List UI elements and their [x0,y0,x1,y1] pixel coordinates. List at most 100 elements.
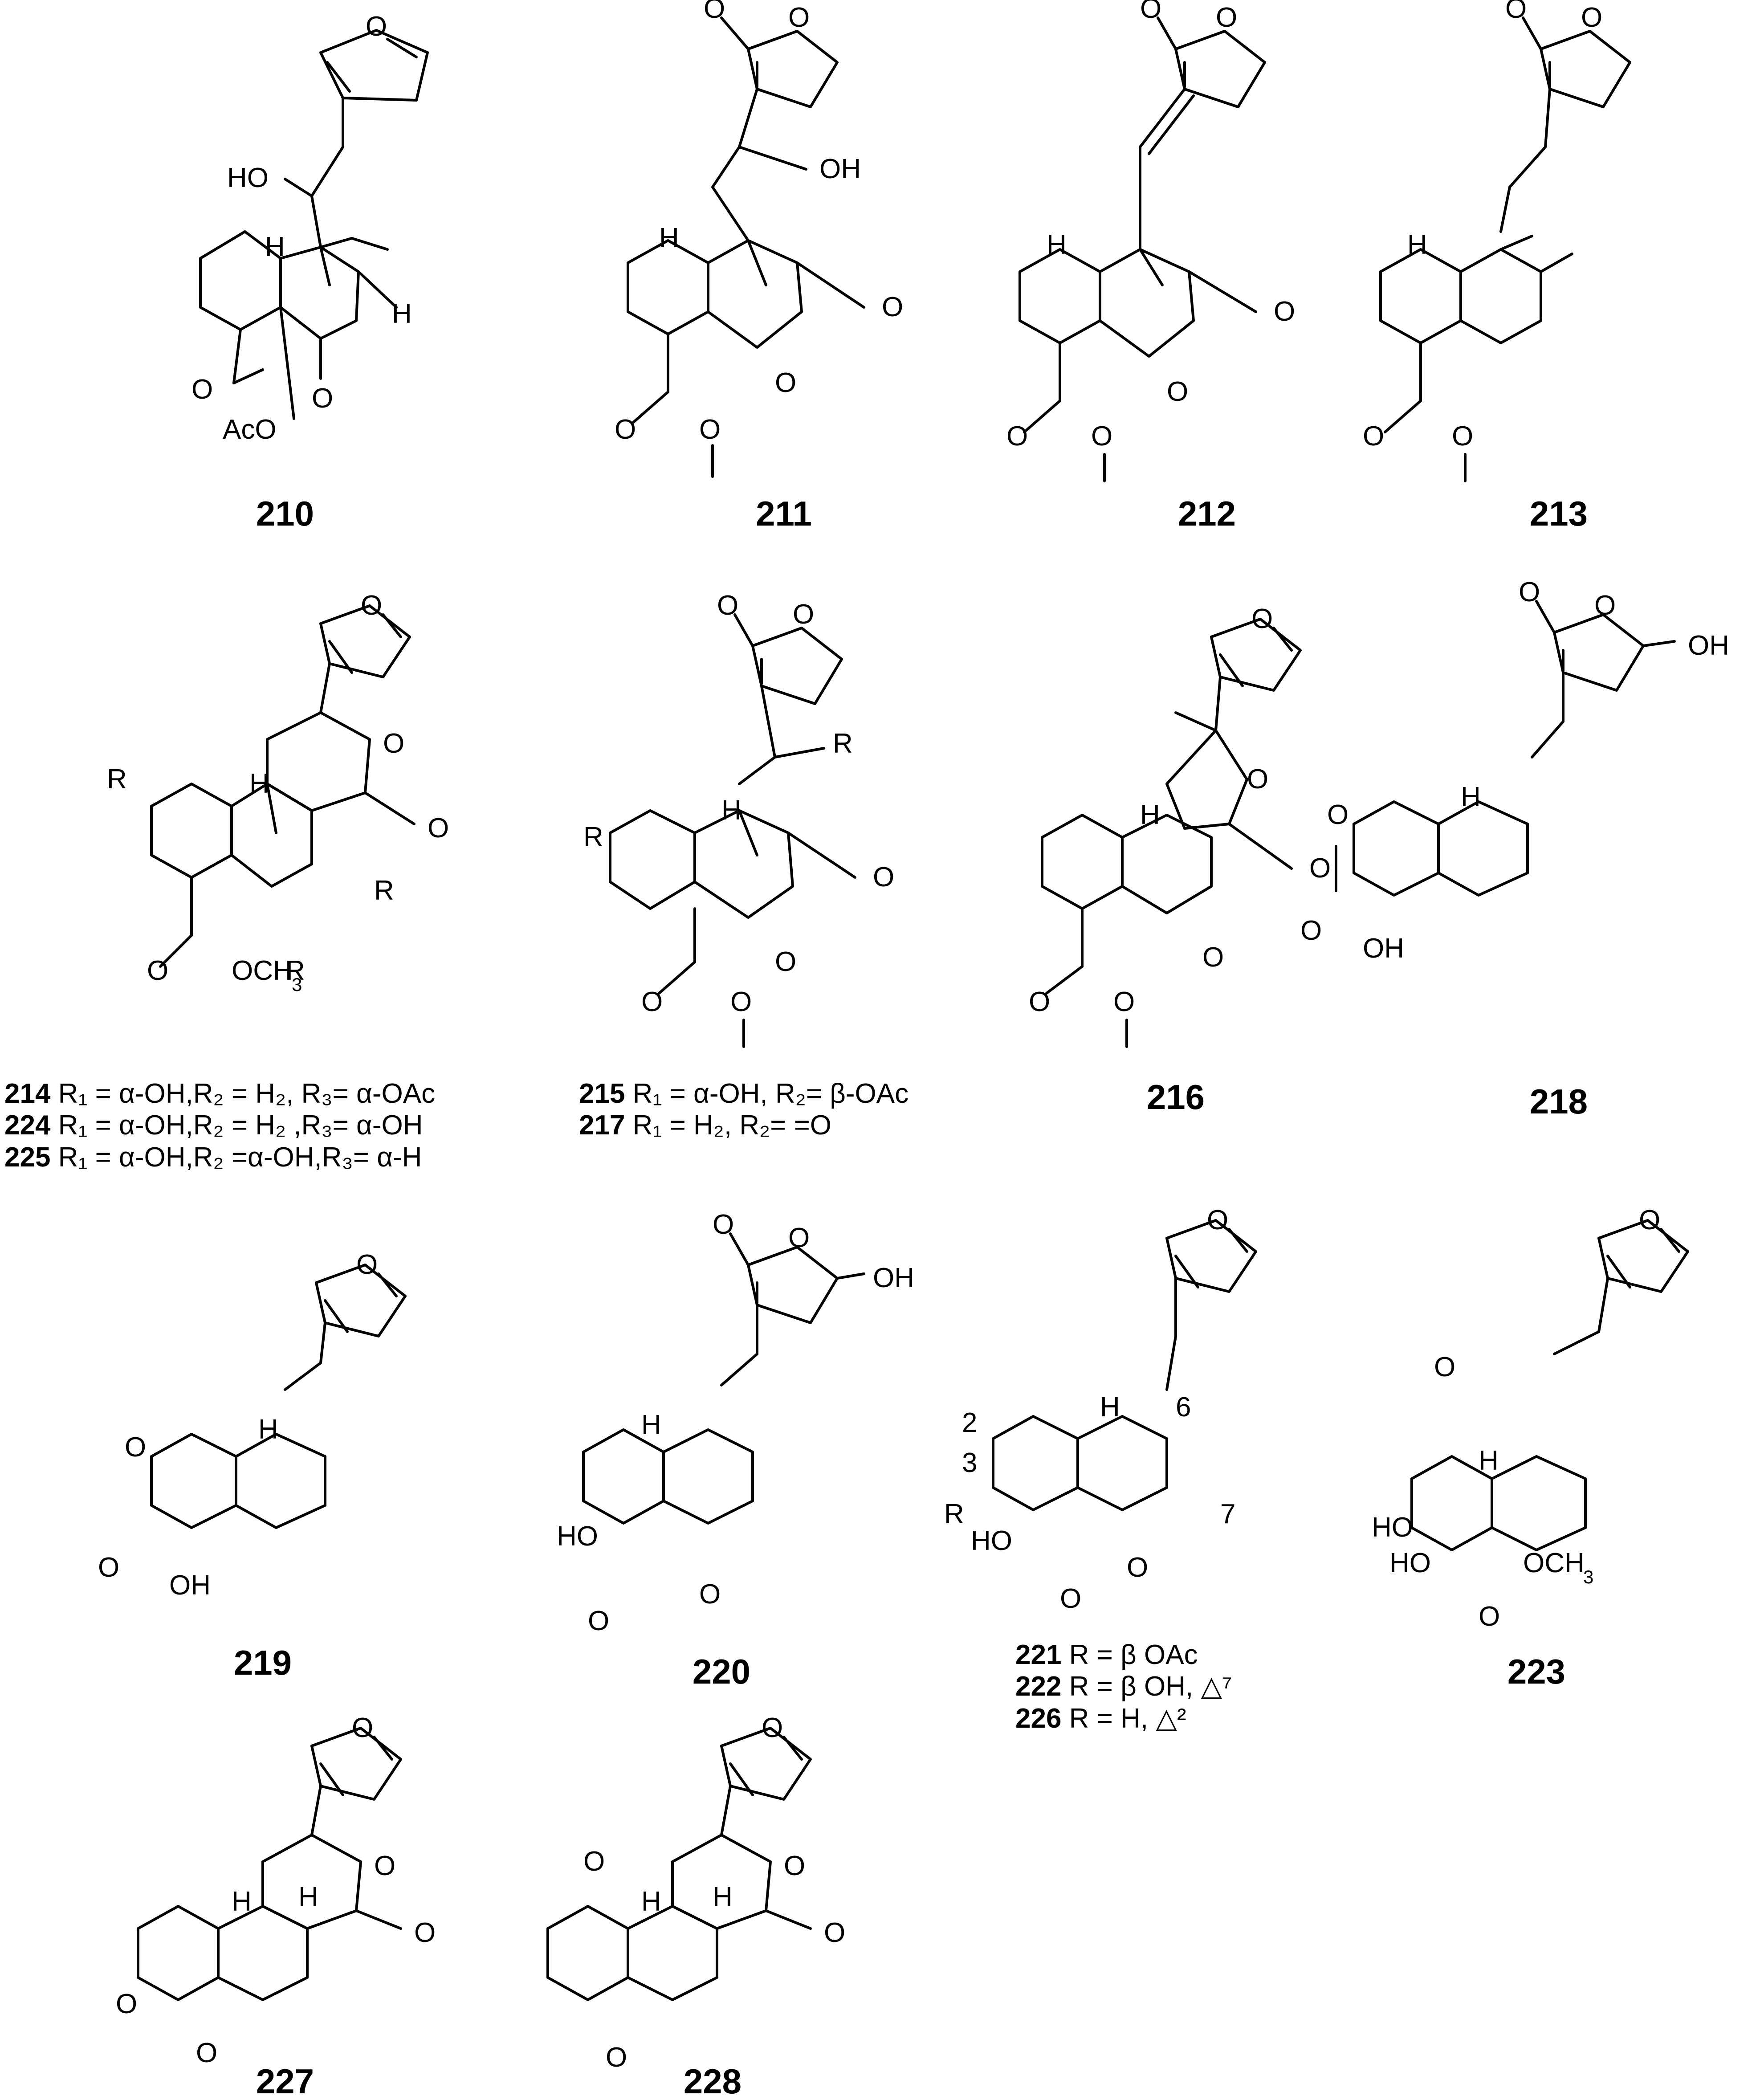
structure-216: O O H O O O O 216 [1029,603,1331,1117]
structure-215: O O R H O O R O O [583,590,894,1048]
caption-group-221: 221 R = β OAc 222 R = β OH, △⁷ 226 R = H… [1015,1639,1232,1734]
svg-text:O: O [191,374,213,405]
svg-text:H: H [1479,1445,1499,1476]
svg-text:O: O [1167,376,1188,407]
caption-226: 226 R = H, △² [1015,1703,1186,1734]
svg-text:HO: HO [971,1525,1012,1556]
svg-text:O: O [1363,421,1384,452]
structure-212: O O H O O O O 212 [1006,0,1295,533]
svg-text:HO: HO [1372,1512,1413,1543]
svg-text:O: O [717,590,738,621]
svg-text:O: O [1639,1205,1660,1236]
svg-text:OH: OH [819,154,861,184]
structure-227: O O O H H O O 227 [116,1713,436,2100]
svg-text:O: O [98,1552,119,1583]
compound-223-label: 223 [1507,1652,1565,1691]
caption-group-214: 214 R₁ = α-OH,R₂ = H₂, R₃= α-OAc 224 R₁ … [4,1078,435,1173]
svg-text:O: O [383,728,404,759]
svg-text:O: O [147,955,168,986]
structure-211: O O OH H O O O O 211 [615,0,903,533]
svg-text:O: O [1452,421,1473,452]
svg-text:7: 7 [1220,1499,1235,1529]
svg-text:O: O [366,11,387,42]
svg-text:H: H [232,1886,252,1917]
svg-text:O: O [583,1846,605,1877]
svg-text:O: O [1519,577,1540,608]
compound-228-label: 228 [684,2062,741,2100]
svg-text:OH: OH [1688,630,1729,661]
svg-text:OH: OH [873,1263,914,1293]
svg-text:O: O [414,1917,436,1948]
svg-text:O: O [1274,296,1295,327]
svg-text:6: 6 [1176,1392,1191,1423]
svg-text:R: R [944,1499,964,1529]
svg-text:H: H [1461,782,1481,812]
compound-218-label: 218 [1530,1082,1588,1121]
svg-text:O: O [374,1851,395,1881]
svg-text:H: H [641,1410,661,1440]
svg-text:O: O [699,1579,721,1610]
svg-text:3: 3 [1583,1566,1593,1587]
svg-text:O: O [1479,1601,1500,1632]
structure-228: O O O H H O O 228 [546,1713,845,2100]
svg-text:O: O [1300,915,1322,946]
svg-text:O: O [699,414,721,445]
svg-text:O: O [762,1713,783,1743]
structure-219: O H O O OH 219 [98,1249,407,1682]
svg-text:O: O [873,862,894,893]
compound-213-label: 213 [1530,494,1588,533]
caption-225: 225 R₁ = α-OH,R₂ =α-OH,R₃= α-H [4,1142,422,1173]
svg-text:O: O [1006,421,1028,452]
svg-text:O: O [704,0,725,24]
svg-text:O: O [125,1432,146,1463]
svg-text:3: 3 [292,974,302,995]
svg-text:O: O [361,590,382,621]
svg-text:OCH: OCH [232,955,293,986]
svg-text:O: O [1251,603,1273,634]
svg-text:2: 2 [962,1407,977,1438]
caption-224: 224 R₁ = α-OH,R₂ = H₂ ,R₃= α-OH [4,1110,423,1141]
svg-text:R: R [285,955,305,986]
svg-text:O: O [784,1851,805,1881]
svg-text:O: O [116,1989,137,2019]
caption-214: 214 R₁ = α-OH,R₂ = H₂, R₃= α-OAc [4,1078,436,1109]
svg-text:O: O [1594,590,1616,621]
compound-210-label: 210 [256,494,314,533]
svg-text:O: O [1216,2,1237,33]
compound-216-label: 216 [1147,1077,1205,1117]
svg-text:H: H [713,1882,733,1912]
svg-text:O: O [1505,0,1527,24]
svg-text:O: O [1202,942,1224,973]
compound-211-label: 211 [756,494,812,533]
svg-text:O: O [1247,764,1268,795]
svg-text:O: O [356,1249,378,1280]
svg-text:R: R [374,875,394,906]
svg-text:O: O [775,946,796,977]
svg-text:O: O [730,987,752,1017]
svg-text:O: O [641,987,663,1017]
svg-text:H: H [249,768,269,799]
compound-212-label: 212 [1178,494,1236,533]
caption-221: 221 R = β OAc [1015,1639,1198,1670]
structure-214: O O O H R R R O OCH 3 [107,590,449,995]
svg-text:OH: OH [1363,933,1404,964]
svg-text:H: H [258,1414,278,1445]
structure-218: O O OH H O O OH 218 [1300,577,1729,1121]
svg-text:O: O [606,2042,627,2073]
svg-text:O: O [1029,987,1050,1017]
svg-text:OCH: OCH [1523,1548,1585,1578]
svg-text:H: H [721,795,741,826]
svg-text:H: H [1100,1392,1120,1423]
svg-text:O: O [788,1223,810,1253]
structure-220: O O OH H HO O O 220 [557,1209,914,1691]
svg-text:H: H [298,1882,318,1912]
caption-group-215: 215 R₁ = α-OH, R₂= β-OAc 217 R₁ = H₂, R₂… [579,1078,909,1142]
svg-text:H: H [1140,799,1160,830]
svg-text:O: O [793,599,814,630]
svg-text:H: H [641,1886,661,1917]
svg-text:R: R [107,764,127,795]
svg-text:OH: OH [169,1570,211,1601]
structure-210: O HO H H O O AcO 210 [191,11,429,533]
svg-text:H: H [392,298,412,329]
